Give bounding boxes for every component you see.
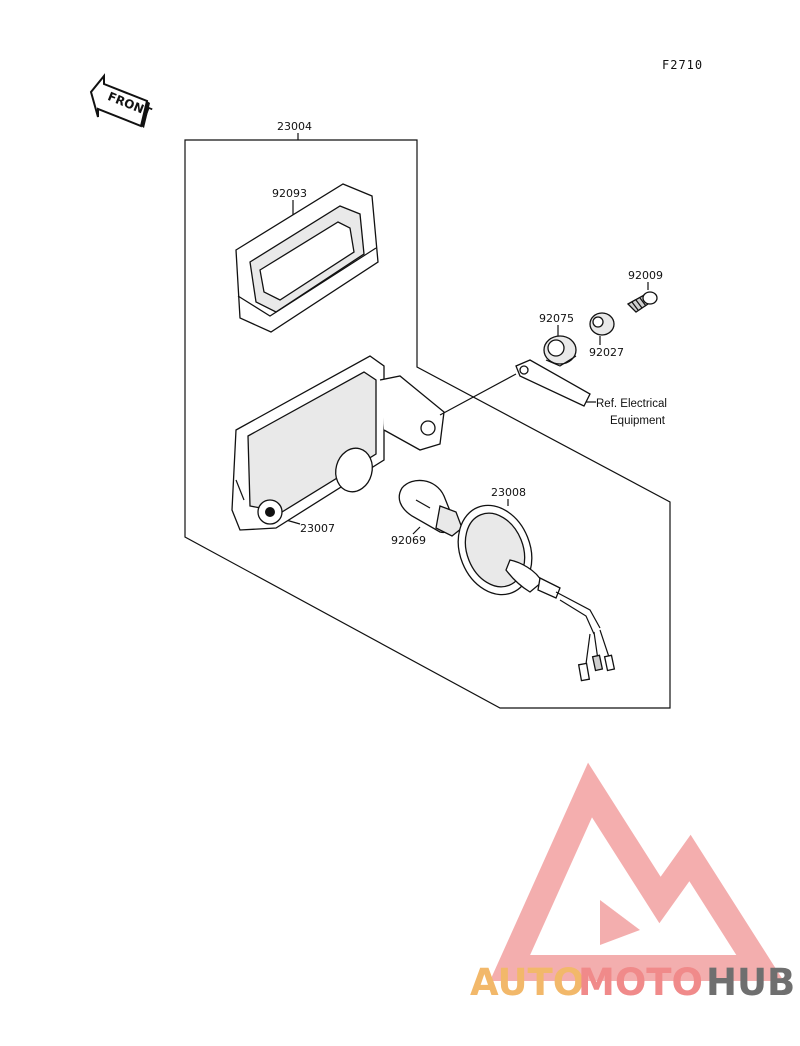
assembly-outline: [184, 139, 671, 709]
bulb-92069: [398, 479, 463, 537]
front-arrow-icon: FRONT: [89, 73, 154, 128]
watermark-moto: MOTO: [578, 961, 703, 1004]
ref-electrical-line1: Ref. Electrical: [596, 398, 667, 410]
part-label-23008: 23008: [491, 486, 526, 499]
part-label-92009: 92009: [628, 269, 663, 282]
housing-23007: [231, 355, 445, 531]
screw-92009: [626, 291, 658, 313]
collar-92027: [589, 312, 615, 345]
watermark-logo: [489, 762, 784, 981]
part-label-92027: 92027: [589, 346, 624, 359]
part-label-23007: 23007: [300, 522, 335, 535]
watermark-auto: AUTO: [470, 961, 584, 1004]
gasket-92093: [235, 183, 379, 333]
grommet-92075: [543, 335, 577, 367]
part-label-92075: 92075: [539, 312, 574, 325]
ref-electrical-line2: Equipment: [610, 415, 666, 427]
part-label-92069: 92069: [391, 534, 426, 547]
bracket-ref-electrical: [439, 359, 596, 416]
part-label-23004: 23004: [277, 120, 312, 133]
part-label-92093: 92093: [272, 187, 307, 200]
watermark-hub: HUB: [706, 961, 795, 1004]
headlight-unit-23008: [457, 504, 616, 682]
diagram-code: F2710: [662, 58, 703, 72]
